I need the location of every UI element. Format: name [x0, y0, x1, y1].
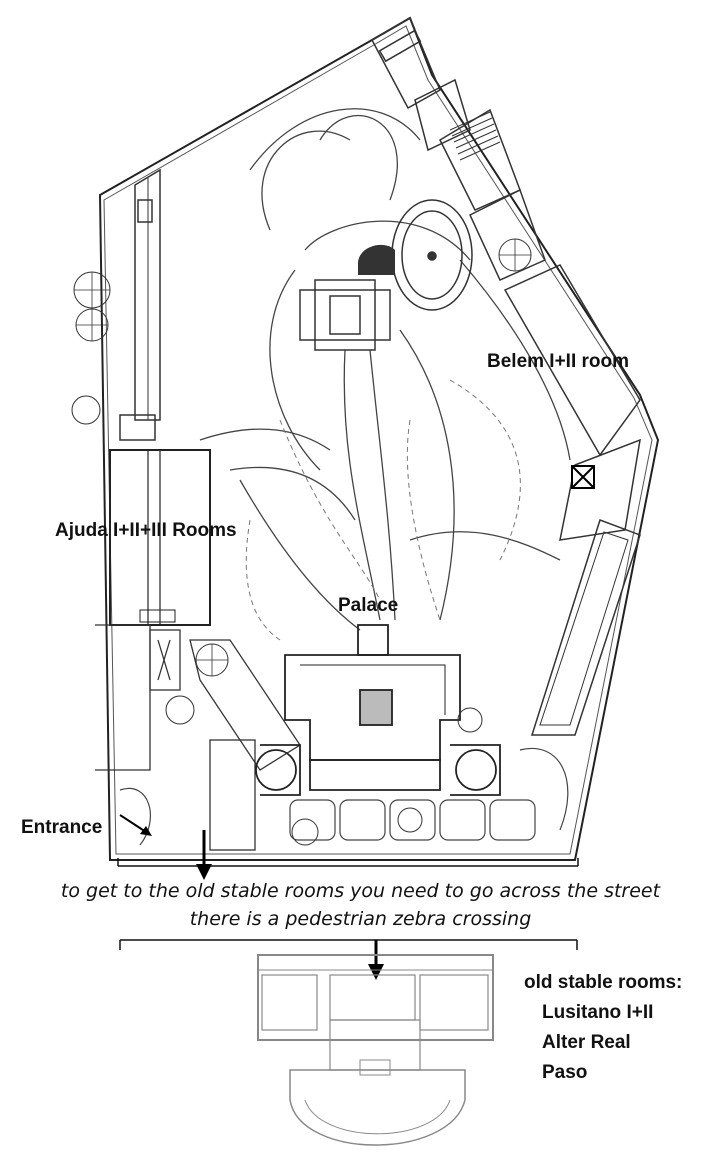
crossing-arrow-bottom [368, 940, 384, 980]
palace-label: Palace [338, 595, 399, 616]
street-bracket-top [117, 858, 579, 867]
street-note-line1: to get to the old stable rooms you need … [60, 880, 661, 902]
street-note-line2: there is a pedestrian zebra crossing [189, 908, 532, 930]
stable-rooms-plan [257, 954, 494, 1146]
street-bracket-bottom [119, 939, 578, 950]
crossing-arrow-top [196, 830, 212, 880]
stable-rooms-title: old stable rooms: [524, 972, 683, 993]
entrance-label: Entrance [21, 817, 103, 838]
stable-rooms-list: old stable rooms: Lusitano I+II Alter Re… [524, 968, 682, 1088]
belem-room-label: Belem I+II room [487, 351, 630, 372]
ajuda-rooms-label: Ajuda I+II+III Rooms [55, 520, 237, 541]
stable-room-alter-real: Alter Real [542, 1032, 631, 1053]
stable-room-lusitano: Lusitano I+II [542, 1002, 654, 1023]
elevator-icon [571, 465, 595, 489]
entrance-arrow [119, 814, 152, 836]
stable-room-paso: Paso [542, 1062, 588, 1083]
